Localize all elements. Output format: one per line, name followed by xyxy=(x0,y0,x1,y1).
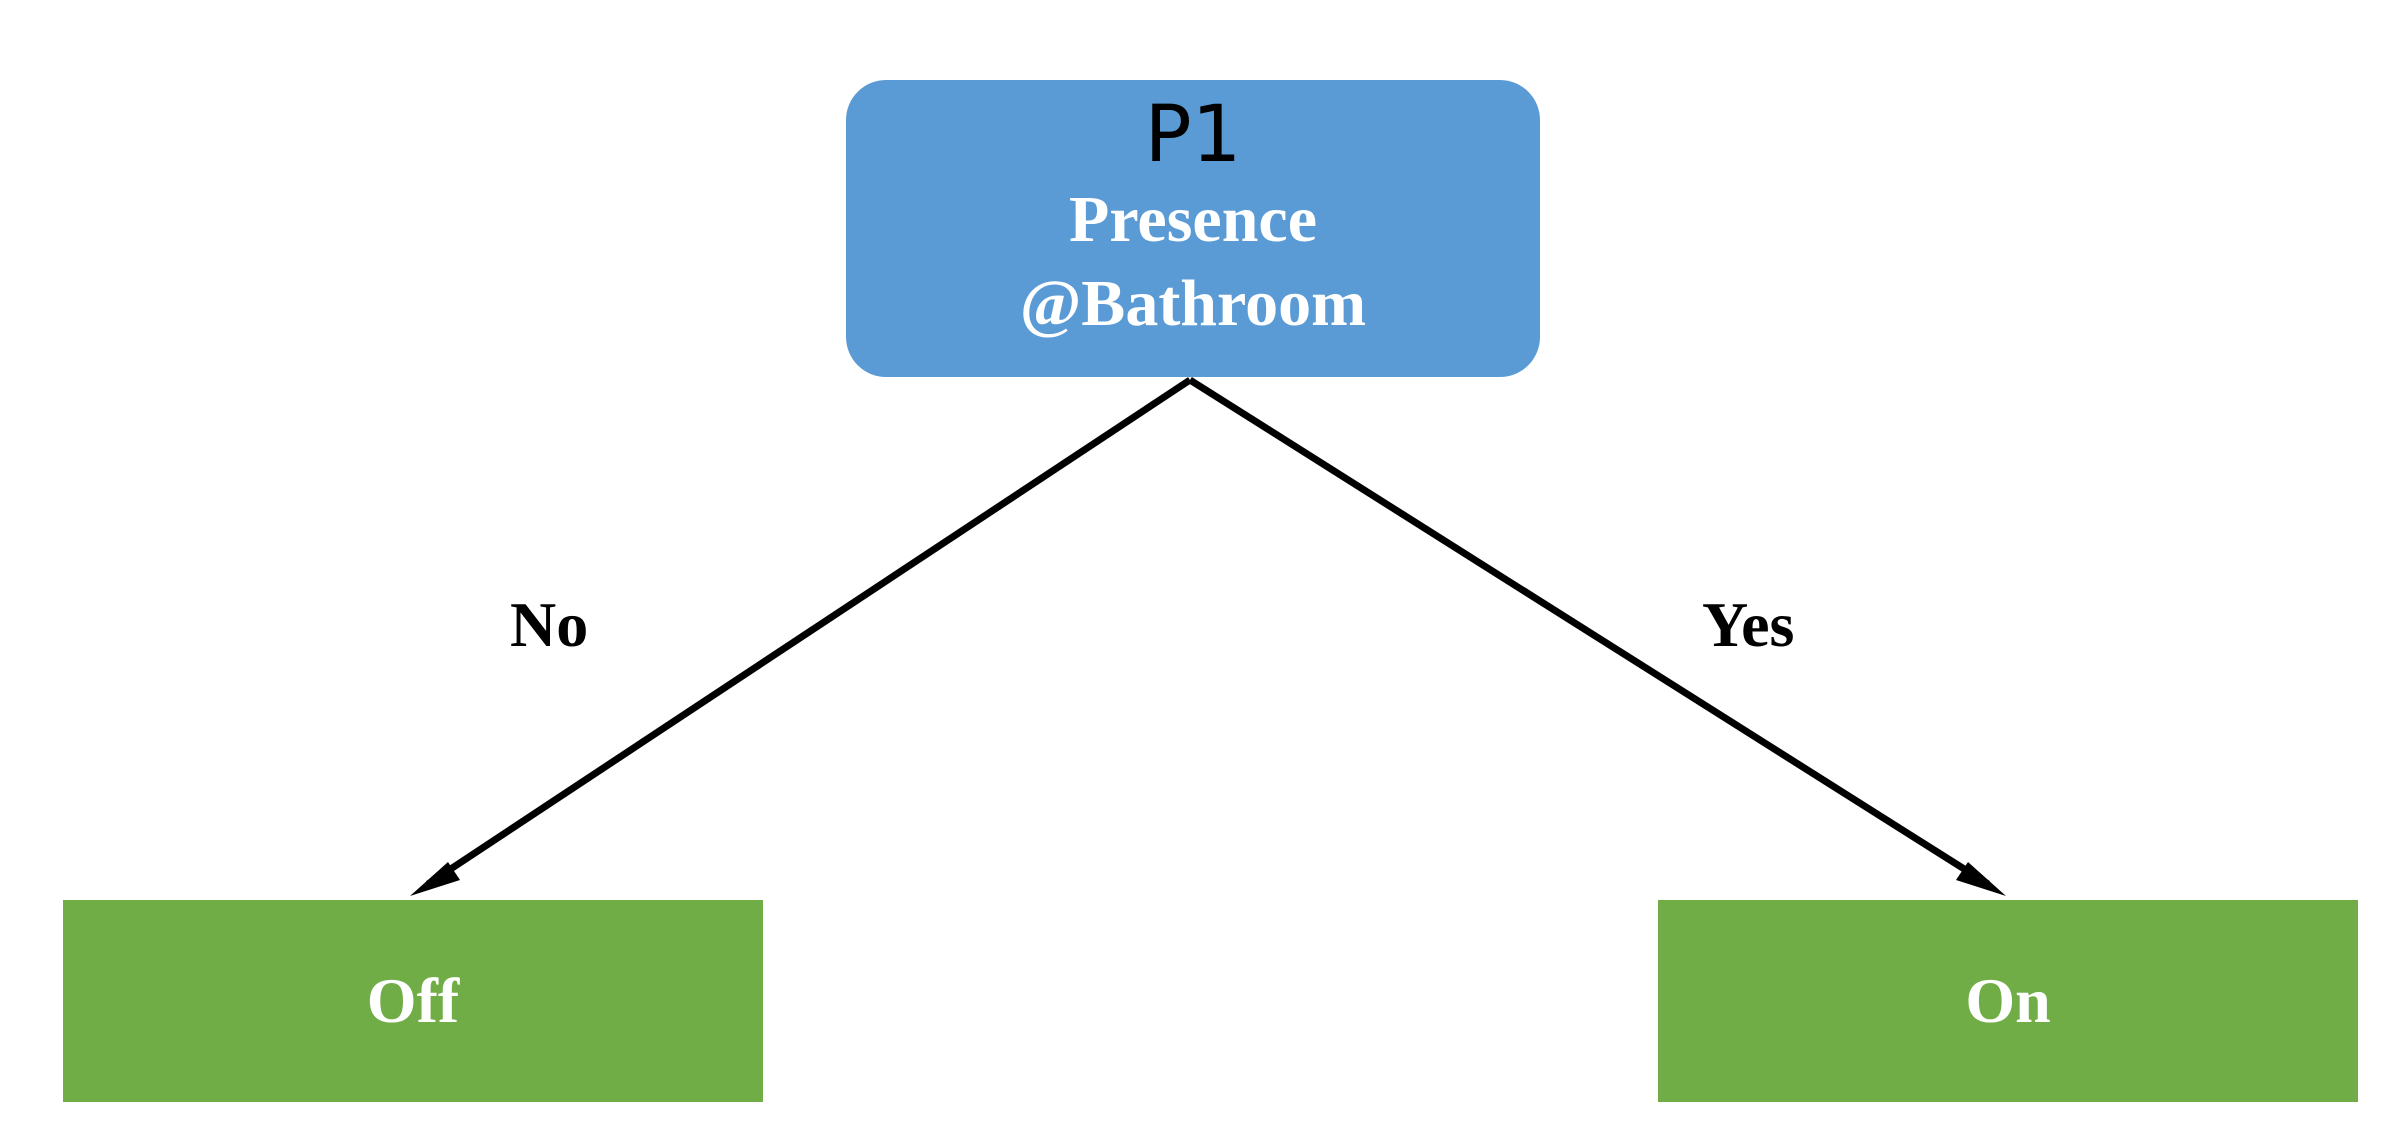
edge-yes-arrow xyxy=(1188,377,1990,887)
edge-yes-arrowhead xyxy=(1956,862,2006,896)
leaf-node-off: Off xyxy=(63,900,763,1102)
root-node-label-line1: Presence xyxy=(1069,183,1317,256)
leaf-node-on: On xyxy=(1658,900,2358,1102)
edge-label-no: No xyxy=(510,589,589,660)
root-node-p1: P1 Presence @Bathroom xyxy=(846,80,1540,377)
edge-no-arrowhead xyxy=(410,862,460,896)
leaf-label-off: Off xyxy=(366,965,460,1036)
edge-label-yes: Yes xyxy=(1702,589,1795,660)
root-node-id: P1 xyxy=(1144,90,1242,180)
root-node-label-line2: @Bathroom xyxy=(1019,267,1367,340)
edge-no-arrow xyxy=(426,377,1192,887)
leaf-label-on: On xyxy=(1965,965,2051,1036)
